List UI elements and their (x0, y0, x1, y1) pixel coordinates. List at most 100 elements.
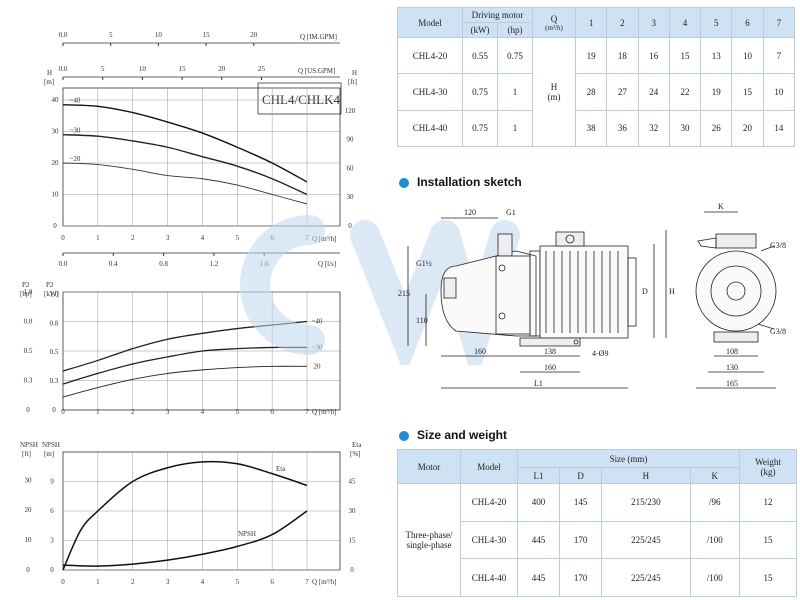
size-cell: /100 (689, 558, 741, 597)
perf-cell: 19 (700, 73, 733, 111)
head-curve-40 (62, 104, 308, 183)
size-cell: 445 (516, 558, 561, 597)
x-tick-label: 4 (201, 578, 205, 586)
performance-table: Model Driving motor Q (m³/h) 1 2 3 4 5 6… (397, 7, 796, 148)
perf-row1-hp: 0.75 (497, 36, 533, 75)
y-hp-tick-label: 0.5 (24, 347, 33, 355)
size-col-l1: L1 (516, 467, 561, 484)
head-bottom-label: Q [m³/h] (312, 235, 336, 243)
top2-tick-label: 5 (101, 65, 105, 73)
eta-curve (62, 460, 308, 571)
bullet-dot-icon (399, 177, 409, 188)
eta-curve-label: Eta (276, 465, 286, 473)
npsh-curve (62, 510, 308, 567)
top-tick-label: 0.0 (59, 31, 68, 39)
installation-drawing: 120 G1 G1½ 215 110 160 138 4-Ø9 160 L1 D… (398, 202, 786, 389)
size-cell: 225/245 (601, 520, 691, 560)
y-m-tick-label: 0 (50, 566, 54, 574)
power-left-unit2: [kW] (44, 290, 59, 298)
perf-col-6: 6 (731, 7, 764, 38)
npsh-curve-label: NPSH (238, 530, 256, 538)
power-left-symbol2: P2 (46, 281, 54, 289)
x-tick-label: 3 (166, 578, 170, 586)
size-motor-cell: Three-phase/ single-phase (397, 483, 461, 597)
perf-col-3: 3 (637, 7, 670, 38)
y-m-tick-label: 3 (50, 537, 54, 545)
perf-row2-model: CHL4-30 (397, 73, 463, 111)
perf-cell: 22 (668, 73, 702, 111)
dim-110: 110 (416, 316, 428, 325)
perf-row3-model: CHL4-40 (397, 109, 463, 148)
perf-cell: 26 (700, 109, 733, 148)
size-header-model: Model (460, 449, 518, 484)
perf-cell: 28 (574, 73, 608, 111)
y-kw-tick-label: 0.3 (50, 377, 59, 385)
perf-col-4: 4 (668, 7, 702, 38)
perf-cell: 27 (606, 73, 639, 111)
x-tick-label: 5 (236, 408, 240, 416)
size-row1-model: CHL4-20 (460, 483, 518, 522)
perf-h-unit-cell: H (m) (532, 37, 576, 147)
installation-sketch-title: Installation sketch (417, 175, 522, 189)
dim-hole: 4-Ø9 (592, 349, 608, 358)
x-tick-label: 1 (96, 408, 100, 416)
ls-tick-label: 1.2 (210, 260, 219, 268)
size-weight-cell: 12 (739, 483, 797, 522)
y2-tick-label: 60 (347, 164, 355, 172)
perf-col-7: 7 (762, 7, 796, 38)
perf-cell: 16 (637, 36, 670, 75)
size-cell: 215/230 (601, 483, 691, 522)
bullet-dot-icon (399, 430, 409, 441)
head-curve-label-30: ~30 (70, 127, 81, 135)
perf-col-2: 2 (606, 7, 639, 38)
top-axis2-label: Q [US.GPM] (298, 67, 335, 75)
perf-row2-kw: 0.75 (462, 73, 498, 111)
size-row3-model: CHL4-40 (460, 558, 518, 597)
top2-tick-label: 25 (258, 65, 266, 73)
y-tick-label: 40 (52, 96, 60, 104)
perf-row3-hp: 1 (497, 109, 533, 148)
y-tick-label: 20 (52, 159, 60, 167)
head-chart-title: CHL4/CHLK4 (262, 92, 341, 107)
top2-tick-label: 20 (218, 65, 226, 73)
x-tick-label: 0 (61, 234, 65, 242)
x-tick-label: 0 (61, 578, 65, 586)
y-ft-tick-label: 30 (25, 476, 33, 484)
top2-tick-label: 15 (179, 65, 187, 73)
size-cell: 170 (559, 558, 603, 597)
perf-row1-model: CHL4-20 (397, 36, 463, 75)
y2-tick-label: 120 (345, 107, 356, 115)
perf-header-q: Q (m³/h) (532, 7, 576, 38)
size-cell: 445 (516, 520, 561, 560)
perf-cell: 38 (574, 109, 608, 148)
y-hp-tick-label: 1.0 (24, 288, 33, 296)
size-weight-cell: 15 (739, 520, 797, 560)
y-ft-tick-label: 0 (26, 566, 30, 574)
size-header-motor: Motor (397, 449, 461, 484)
size-col-k: K (689, 467, 741, 484)
npsh-left-symbol2: NPSH (42, 441, 60, 449)
dim-130: 130 (726, 363, 738, 372)
y-kw-tick-label: 1.0 (50, 290, 59, 298)
y2-tick-label: 90 (347, 136, 355, 144)
perf-header-model: Model (397, 7, 463, 38)
perf-cell: 7 (762, 36, 796, 75)
perf-row3-kw: 0.75 (462, 109, 498, 148)
dim-g38-top: G3/8 (770, 241, 786, 250)
power-curve-30 (62, 346, 308, 385)
x-tick-label: 7 (305, 408, 309, 416)
y-m-tick-label: 9 (50, 478, 54, 486)
size-cell: 225/245 (601, 558, 691, 597)
y-eta-tick-label: 0 (350, 566, 354, 574)
x-tick-label: 6 (270, 578, 274, 586)
top-axis1-label: Q [IM.GPM] (300, 33, 337, 41)
x-tick-label: 5 (236, 234, 240, 242)
power-left-symbol1: P2 (22, 281, 30, 289)
size-cell: 145 (559, 483, 603, 522)
y-tick-label: 0 (53, 222, 57, 230)
size-weight-cell: 15 (739, 558, 797, 597)
head-curve-20 (62, 162, 308, 205)
perf-header-kw: (kW) (462, 22, 498, 38)
x-tick-label: 2 (131, 578, 135, 586)
y-ft-tick-label: 20 (25, 506, 33, 514)
